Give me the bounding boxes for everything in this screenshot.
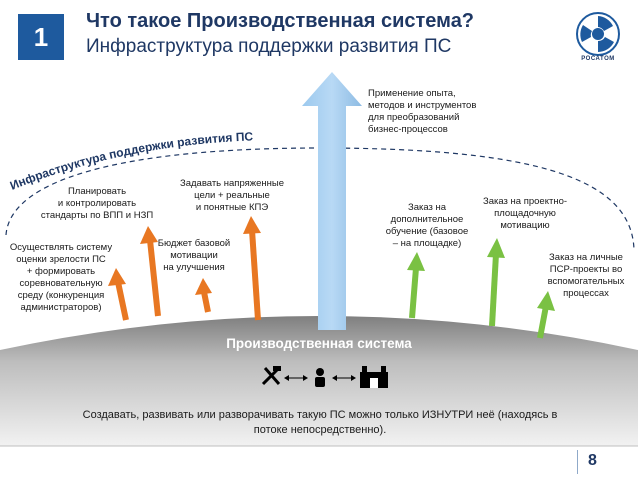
base-icons xyxy=(261,366,388,388)
page-number: 8 xyxy=(588,452,597,469)
orange-arrow-3 xyxy=(201,291,211,313)
green-label-3: Заказ на личные ПСР-проекты во вспомогат… xyxy=(547,252,625,299)
big-arrow-label: Применение опыта, методов и инструментов… xyxy=(368,88,477,135)
green-label-2: Заказ на проектно- площадочную мотивацию xyxy=(482,196,568,231)
tools-icon xyxy=(261,366,281,386)
big-up-arrow xyxy=(302,72,362,330)
logo-text: РОСАТОМ xyxy=(581,56,615,62)
double-arrow-icon xyxy=(284,375,308,381)
worker-icon xyxy=(315,368,325,387)
green-arrow-3 xyxy=(537,305,549,339)
orange-label-2: Планировать и контролировать стандарты п… xyxy=(40,186,154,221)
slide-subtitle: Инфраструктура поддержки развития ПС xyxy=(86,36,452,57)
slide-title: Что такое Производственная система? xyxy=(86,10,475,32)
green-arrow-1 xyxy=(409,267,419,319)
orange-arrow-2 xyxy=(147,239,161,317)
double-arrow-icon-2 xyxy=(332,375,356,381)
factory-icon xyxy=(360,366,388,388)
green-arrow-2 xyxy=(489,253,499,327)
orange-label-1: Осуществлять систему оценки зрелости ПС … xyxy=(9,242,113,313)
production-system-note: Создавать, развивать или разворачивать т… xyxy=(82,409,558,436)
footer-separator xyxy=(577,450,578,474)
orange-arrow-1 xyxy=(115,281,129,321)
slide-number-badge: 1 xyxy=(18,14,64,60)
rosatom-logo-icon xyxy=(576,12,620,56)
orange-arrow-4 xyxy=(249,229,261,321)
orange-arrows xyxy=(108,216,261,321)
orange-label-4: Задавать напряженные цели + реальные и п… xyxy=(179,178,285,213)
green-label-1: Заказ на дополнительное обучение (базово… xyxy=(385,202,469,249)
production-system-title: Производственная система xyxy=(226,336,412,351)
green-arrows xyxy=(407,238,555,339)
orange-label-3: Бюджет базовой мотивации на улучшения xyxy=(157,238,231,273)
